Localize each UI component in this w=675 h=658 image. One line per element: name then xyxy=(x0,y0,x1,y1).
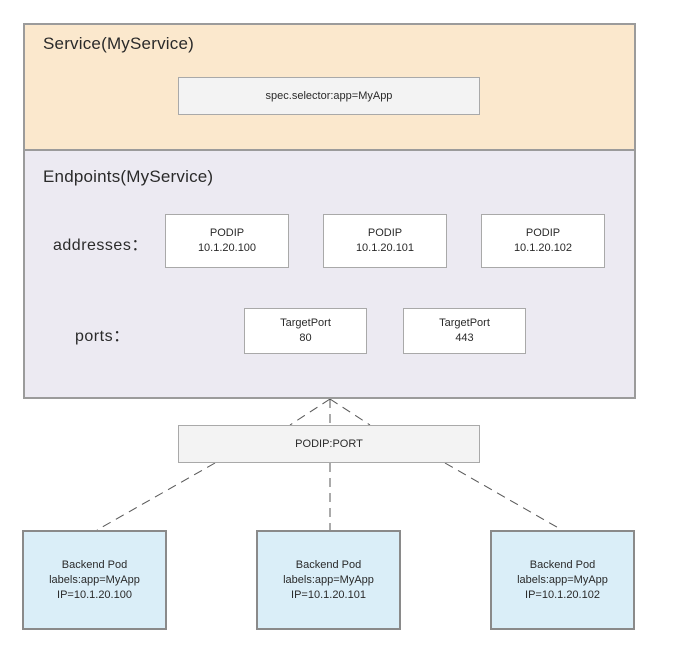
backend-pod-box: Backend Pod labels:app=MyApp IP=10.1.20.… xyxy=(22,530,167,630)
pod-title: Backend Pod xyxy=(529,558,596,571)
address-label: PODIP xyxy=(209,227,245,239)
address-ip: 10.1.20.100 xyxy=(197,242,257,254)
address-box: PODIP 10.1.20.101 xyxy=(323,214,447,268)
address-ip: 10.1.20.102 xyxy=(513,242,573,254)
pod-title: Backend Pod xyxy=(61,558,128,571)
port-box: TargetPort 443 xyxy=(403,308,526,354)
connector-endpoints-left xyxy=(289,398,331,426)
pod-title: Backend Pod xyxy=(295,558,362,571)
service-title: Service(MyService) xyxy=(43,34,194,53)
address-label: PODIP xyxy=(525,227,561,239)
pod-labels: labels:app=MyApp xyxy=(283,573,374,586)
connector-pod-left xyxy=(96,462,216,531)
ports-label: ports： xyxy=(75,328,130,345)
port-label: TargetPort xyxy=(280,317,331,329)
podip-port-box: PODIP:PORT xyxy=(178,425,480,463)
port-value: 80 xyxy=(299,332,312,344)
backend-pod-box: Backend Pod labels:app=MyApp IP=10.1.20.… xyxy=(490,530,635,630)
endpoints-title: Endpoints(MyService) xyxy=(43,167,214,186)
pod-ip: IP=10.1.20.101 xyxy=(291,588,366,601)
pod-ip: IP=10.1.20.100 xyxy=(57,588,132,601)
addresses-label: addresses： xyxy=(53,237,148,254)
connector-endpoints-right xyxy=(329,398,371,426)
address-ip: 10.1.20.101 xyxy=(355,242,415,254)
endpoints-panel xyxy=(23,149,636,399)
port-label: TargetPort xyxy=(439,317,490,329)
pod-labels: labels:app=MyApp xyxy=(49,573,140,586)
backend-pod-box: Backend Pod labels:app=MyApp IP=10.1.20.… xyxy=(256,530,401,630)
port-box: TargetPort 80 xyxy=(244,308,367,354)
connector-pod-right xyxy=(444,462,563,531)
port-value: 443 xyxy=(455,332,474,344)
address-box: PODIP 10.1.20.102 xyxy=(481,214,605,268)
pod-ip: IP=10.1.20.102 xyxy=(525,588,600,601)
address-box: PODIP 10.1.20.100 xyxy=(165,214,289,268)
pod-labels: labels:app=MyApp xyxy=(517,573,608,586)
address-label: PODIP xyxy=(367,227,403,239)
selector-box: spec.selector:app=MyApp xyxy=(178,77,480,115)
